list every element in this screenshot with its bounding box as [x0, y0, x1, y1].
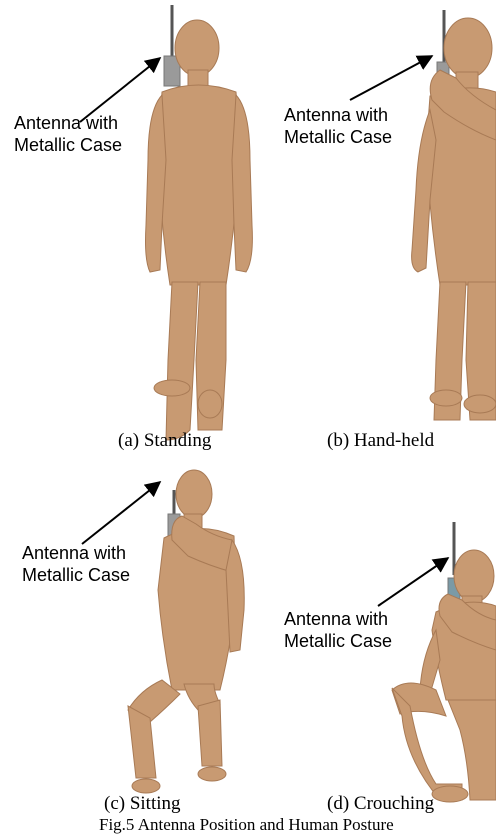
- head-handheld: [444, 18, 492, 78]
- panel-sitting-figure: [128, 470, 244, 793]
- shin-right-sitting: [198, 700, 222, 766]
- caption-sitting: (c) Sitting: [104, 793, 181, 815]
- caption-standing: (a) Standing: [118, 430, 211, 452]
- panel-handheld-figure: [412, 10, 496, 420]
- head-crouching: [454, 550, 494, 602]
- annotation-label-handheld: Antenna with Metallic Case: [284, 104, 392, 148]
- torso-standing: [158, 85, 240, 285]
- caption-crouching: (d) Crouching: [327, 793, 434, 815]
- arm-right-standing: [232, 95, 252, 272]
- arrow-sitting: [82, 482, 160, 544]
- panel-crouching-figure: [392, 522, 496, 802]
- annotation-label-sitting: Antenna with Metallic Case: [22, 542, 130, 586]
- arrow-crouching: [378, 558, 448, 606]
- head-sitting: [176, 470, 212, 518]
- annotation-label-standing: Antenna with Metallic Case: [14, 112, 122, 156]
- head-standing: [175, 20, 219, 76]
- caption-handheld: (b) Hand-held: [327, 430, 434, 452]
- annotation-label-crouching: Antenna with Metallic Case: [284, 608, 392, 652]
- leg-left-standing: [166, 282, 198, 440]
- arm-right-sitting: [226, 540, 244, 652]
- arrow-handheld: [350, 56, 432, 100]
- arm-left-standing: [146, 95, 167, 272]
- figure-caption: Fig.5 Antenna Position and Human Posture: [99, 815, 394, 835]
- panel-standing-figure: [146, 5, 253, 440]
